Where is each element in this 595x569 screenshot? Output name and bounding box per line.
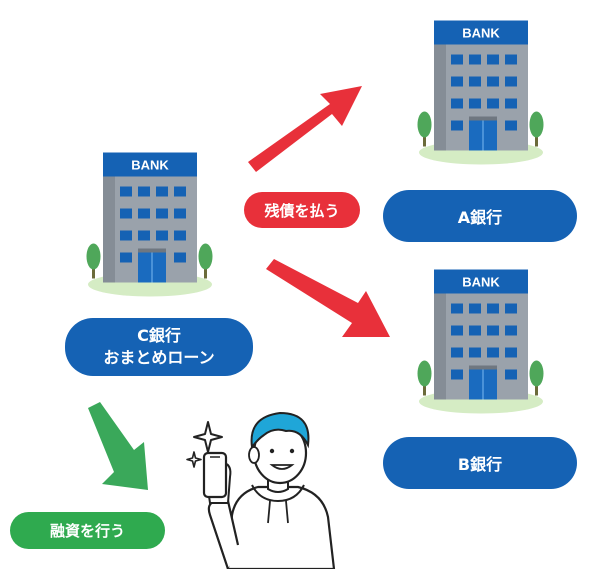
arrow-to-bank-b xyxy=(266,259,390,337)
bank-b-label: B銀行 xyxy=(383,437,577,489)
bank-c-name: C銀行 xyxy=(137,326,181,345)
bank-a-label: A銀行 xyxy=(383,190,577,242)
finance-badge: 融資を行う xyxy=(10,512,165,549)
bank-c-label: C銀行 おまとめローン xyxy=(65,318,253,376)
bank-c-building xyxy=(85,150,215,300)
bank-a-building xyxy=(416,18,546,168)
arrow-to-bank-a xyxy=(248,86,362,172)
bank-c-product: おまとめローン xyxy=(103,348,215,367)
bank-b-building xyxy=(416,267,546,417)
arrow-finance xyxy=(88,402,148,490)
person-with-phone-illustration xyxy=(202,411,336,569)
repay-badge: 残債を払う xyxy=(244,192,360,228)
